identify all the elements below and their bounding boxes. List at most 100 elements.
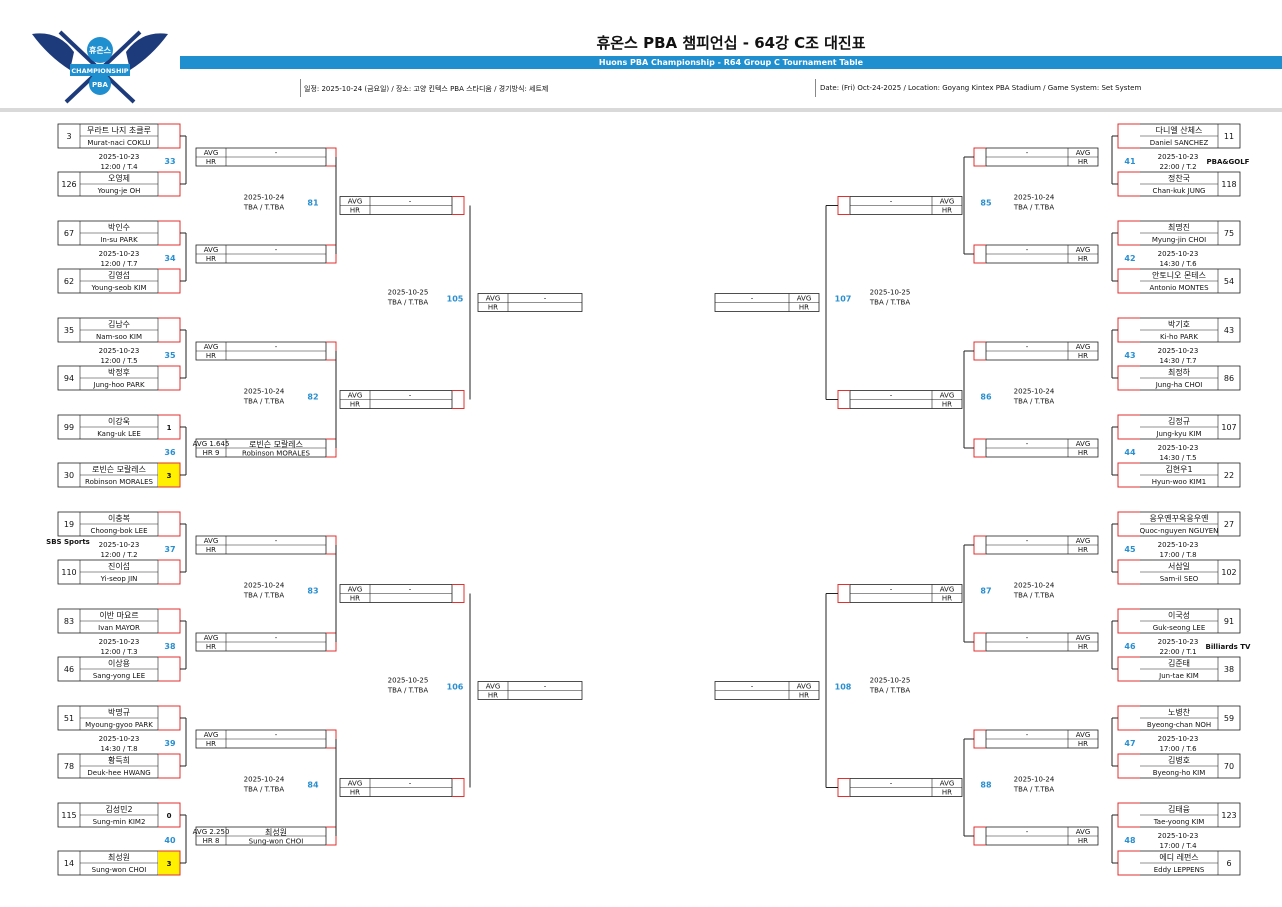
hr-label: HR bbox=[350, 207, 360, 215]
player-name-english: Deuk-hee HWANG bbox=[87, 769, 150, 777]
winner-placeholder: - bbox=[890, 392, 893, 400]
result-tab bbox=[326, 632, 337, 652]
winner-name-korean: 최성원 bbox=[265, 827, 287, 837]
player-seed: 27 bbox=[1224, 520, 1234, 529]
winner-placeholder: - bbox=[1026, 246, 1029, 254]
winner-placeholder: - bbox=[751, 295, 754, 303]
match-result-box bbox=[195, 244, 337, 264]
winner-name-english: Sung-won CHOI bbox=[249, 838, 304, 846]
player-name-korean: 김영섭 bbox=[108, 270, 130, 280]
match-result-box bbox=[195, 147, 337, 167]
player-name-korean: 응우옌꾸옥응우옌 bbox=[1150, 513, 1209, 523]
player-seed: 14 bbox=[64, 859, 74, 868]
player-seed: 30 bbox=[64, 471, 74, 480]
player-seed: 11 bbox=[1224, 132, 1234, 141]
winner-placeholder: - bbox=[544, 683, 547, 691]
match-number: 38 bbox=[164, 642, 176, 651]
player-seed: 70 bbox=[1224, 762, 1234, 771]
match-result-box bbox=[195, 729, 337, 749]
hr-label: HR bbox=[206, 352, 216, 360]
avg-label: AVG bbox=[204, 343, 219, 351]
hr-label: HR bbox=[206, 255, 216, 263]
player-seed: 54 bbox=[1224, 277, 1234, 286]
match-result-box bbox=[837, 390, 963, 409]
match-date: 2025-10-23 bbox=[99, 638, 140, 646]
result-tab bbox=[973, 438, 986, 458]
player-name-english: In-su PARK bbox=[100, 236, 138, 244]
avg-label: AVG bbox=[348, 392, 363, 400]
winner-placeholder: - bbox=[890, 586, 893, 594]
player-name-korean: 에디 레펀스 bbox=[1159, 853, 1198, 862]
match-date: 2025-10-23 bbox=[99, 347, 140, 355]
match-number: 47 bbox=[1124, 739, 1135, 748]
result-tab bbox=[837, 778, 850, 797]
winner-placeholder: - bbox=[890, 780, 893, 788]
match-result-box bbox=[477, 293, 583, 312]
match-time: TBA / T.TBA bbox=[1013, 592, 1054, 600]
hr-label: HR bbox=[1078, 255, 1088, 263]
player-card bbox=[57, 123, 181, 149]
player-name-korean: 박인수 bbox=[108, 222, 130, 232]
match-time: 12:00 / T.5 bbox=[100, 357, 137, 365]
match-date: 2025-10-24 bbox=[1014, 582, 1055, 590]
match-number: 45 bbox=[1124, 545, 1136, 554]
match-date: 2025-10-24 bbox=[244, 388, 285, 396]
match-time: 12:00 / T.4 bbox=[100, 163, 138, 171]
result-tab bbox=[973, 826, 986, 846]
player-seed: 118 bbox=[1221, 180, 1236, 189]
player-name-english: Tae-yoong KIM bbox=[1153, 818, 1205, 826]
result-tab bbox=[973, 341, 986, 361]
result-tab bbox=[452, 584, 465, 603]
avg-label: AVG bbox=[348, 780, 363, 788]
player-name-english: Quoc-nguyen NGUYEN bbox=[1140, 527, 1219, 535]
player-card bbox=[57, 802, 181, 828]
player-name-korean: 황득희 bbox=[108, 755, 130, 765]
winner-placeholder: - bbox=[1026, 828, 1029, 836]
player-name-english: Jun-tae KIM bbox=[1158, 672, 1199, 680]
hr-label: HR bbox=[942, 207, 952, 215]
match-number: 83 bbox=[307, 587, 318, 596]
result-tab bbox=[326, 438, 337, 458]
winner-placeholder: - bbox=[751, 683, 754, 691]
match-result-box bbox=[339, 584, 465, 603]
player-seed: 43 bbox=[1224, 326, 1234, 335]
divider bbox=[815, 79, 816, 97]
hr-label: HR bbox=[799, 304, 809, 312]
winner-placeholder: - bbox=[1026, 440, 1029, 448]
player-seed: 35 bbox=[64, 326, 74, 335]
hr-label: HR bbox=[350, 401, 360, 409]
player-name-korean: 무라트 나지 초클루 bbox=[87, 126, 151, 135]
player-seed: 94 bbox=[64, 374, 74, 383]
player-name-english: Byeong-chan NOH bbox=[1147, 721, 1211, 729]
player-name-korean: 김성민2 bbox=[105, 804, 132, 814]
player-seed: 115 bbox=[61, 811, 76, 820]
match-date: 2025-10-23 bbox=[99, 153, 140, 161]
match-number: 105 bbox=[447, 295, 464, 304]
match-time: 22:00 / T.1 bbox=[1159, 648, 1196, 656]
player-name-korean: 다니엘 산체스 bbox=[1156, 125, 1203, 135]
match-date: 2025-10-23 bbox=[99, 250, 140, 258]
player-card bbox=[1117, 414, 1241, 440]
player-name-english: Guk-seong LEE bbox=[1153, 624, 1206, 632]
match-number: 43 bbox=[1124, 351, 1135, 360]
page-subtitle: Huons PBA Championship - R64 Group C Tou… bbox=[180, 56, 1282, 69]
avg-label: AVG bbox=[204, 731, 219, 739]
broadcaster-logo: Billiards TV bbox=[1206, 643, 1251, 651]
player-seed: 19 bbox=[64, 520, 74, 529]
player-score: 3 bbox=[167, 860, 172, 868]
match-number: 40 bbox=[164, 836, 176, 845]
avg-label: AVG 1.645 bbox=[193, 440, 230, 448]
hr-label: HR bbox=[350, 595, 360, 603]
player-name-korean: 안토니오 몬테스 bbox=[1152, 270, 1206, 280]
player-score: 3 bbox=[167, 472, 172, 480]
winner-placeholder: - bbox=[275, 537, 278, 545]
player-name-korean: 이상용 bbox=[108, 658, 130, 668]
header-rule bbox=[0, 108, 1282, 112]
player-name-korean: 김준태 bbox=[1168, 658, 1190, 668]
match-time: TBA / T.TBA bbox=[869, 687, 910, 695]
player-card bbox=[1117, 171, 1241, 197]
player-card bbox=[57, 705, 181, 731]
winner-placeholder: - bbox=[409, 392, 412, 400]
match-date: 2025-10-23 bbox=[1158, 153, 1199, 161]
broadcaster-logo: SBS Sports bbox=[46, 538, 90, 546]
